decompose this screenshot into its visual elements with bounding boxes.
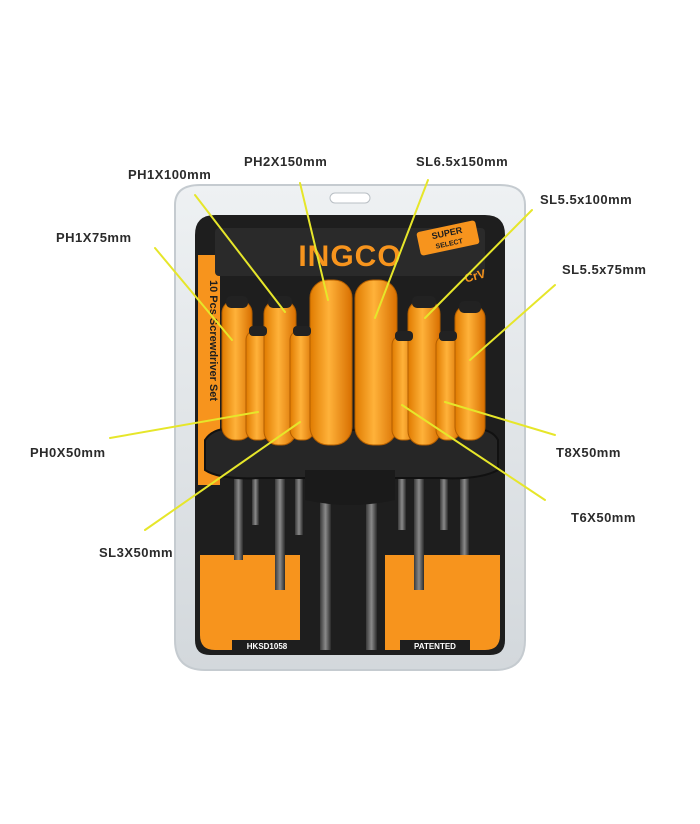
card-panel-side (198, 255, 220, 485)
label-ph1x100: PH1X100mm (128, 167, 212, 182)
card-panel-right (385, 555, 500, 650)
label-ph1x75: PH1X75mm (56, 230, 132, 245)
label-ph0x50: PH0X50mm (30, 445, 106, 460)
label-sl55x75: SL5.5x75mm (562, 262, 647, 277)
shafts (234, 440, 469, 650)
header-band (215, 228, 485, 276)
label-sl55x100: SL5.5x100mm (540, 192, 633, 207)
label-ph2x150: PH2X150mm (244, 154, 328, 169)
set-title-vertical: 10 Pcs Screwdriver Set (207, 280, 219, 401)
pointer-lines (109, 179, 556, 531)
label-t6x50: T6X50mm (571, 510, 636, 525)
patent-strip (400, 640, 470, 651)
label-sl3x50: SL3X50mm (99, 545, 174, 560)
hang-hole (329, 192, 371, 204)
model-strip (232, 640, 302, 651)
crv-badge: CrV (463, 266, 487, 285)
super-select-badge: SUPER SELECT (416, 220, 480, 256)
holder-center (305, 470, 395, 505)
handles (221, 279, 486, 446)
label-t8x50: T8X50mm (556, 445, 621, 460)
patent-text: PATENTED (414, 642, 456, 651)
label-sl65x150: SL6.5x150mm (416, 154, 509, 169)
model-number: HKSD1058 (247, 642, 288, 651)
